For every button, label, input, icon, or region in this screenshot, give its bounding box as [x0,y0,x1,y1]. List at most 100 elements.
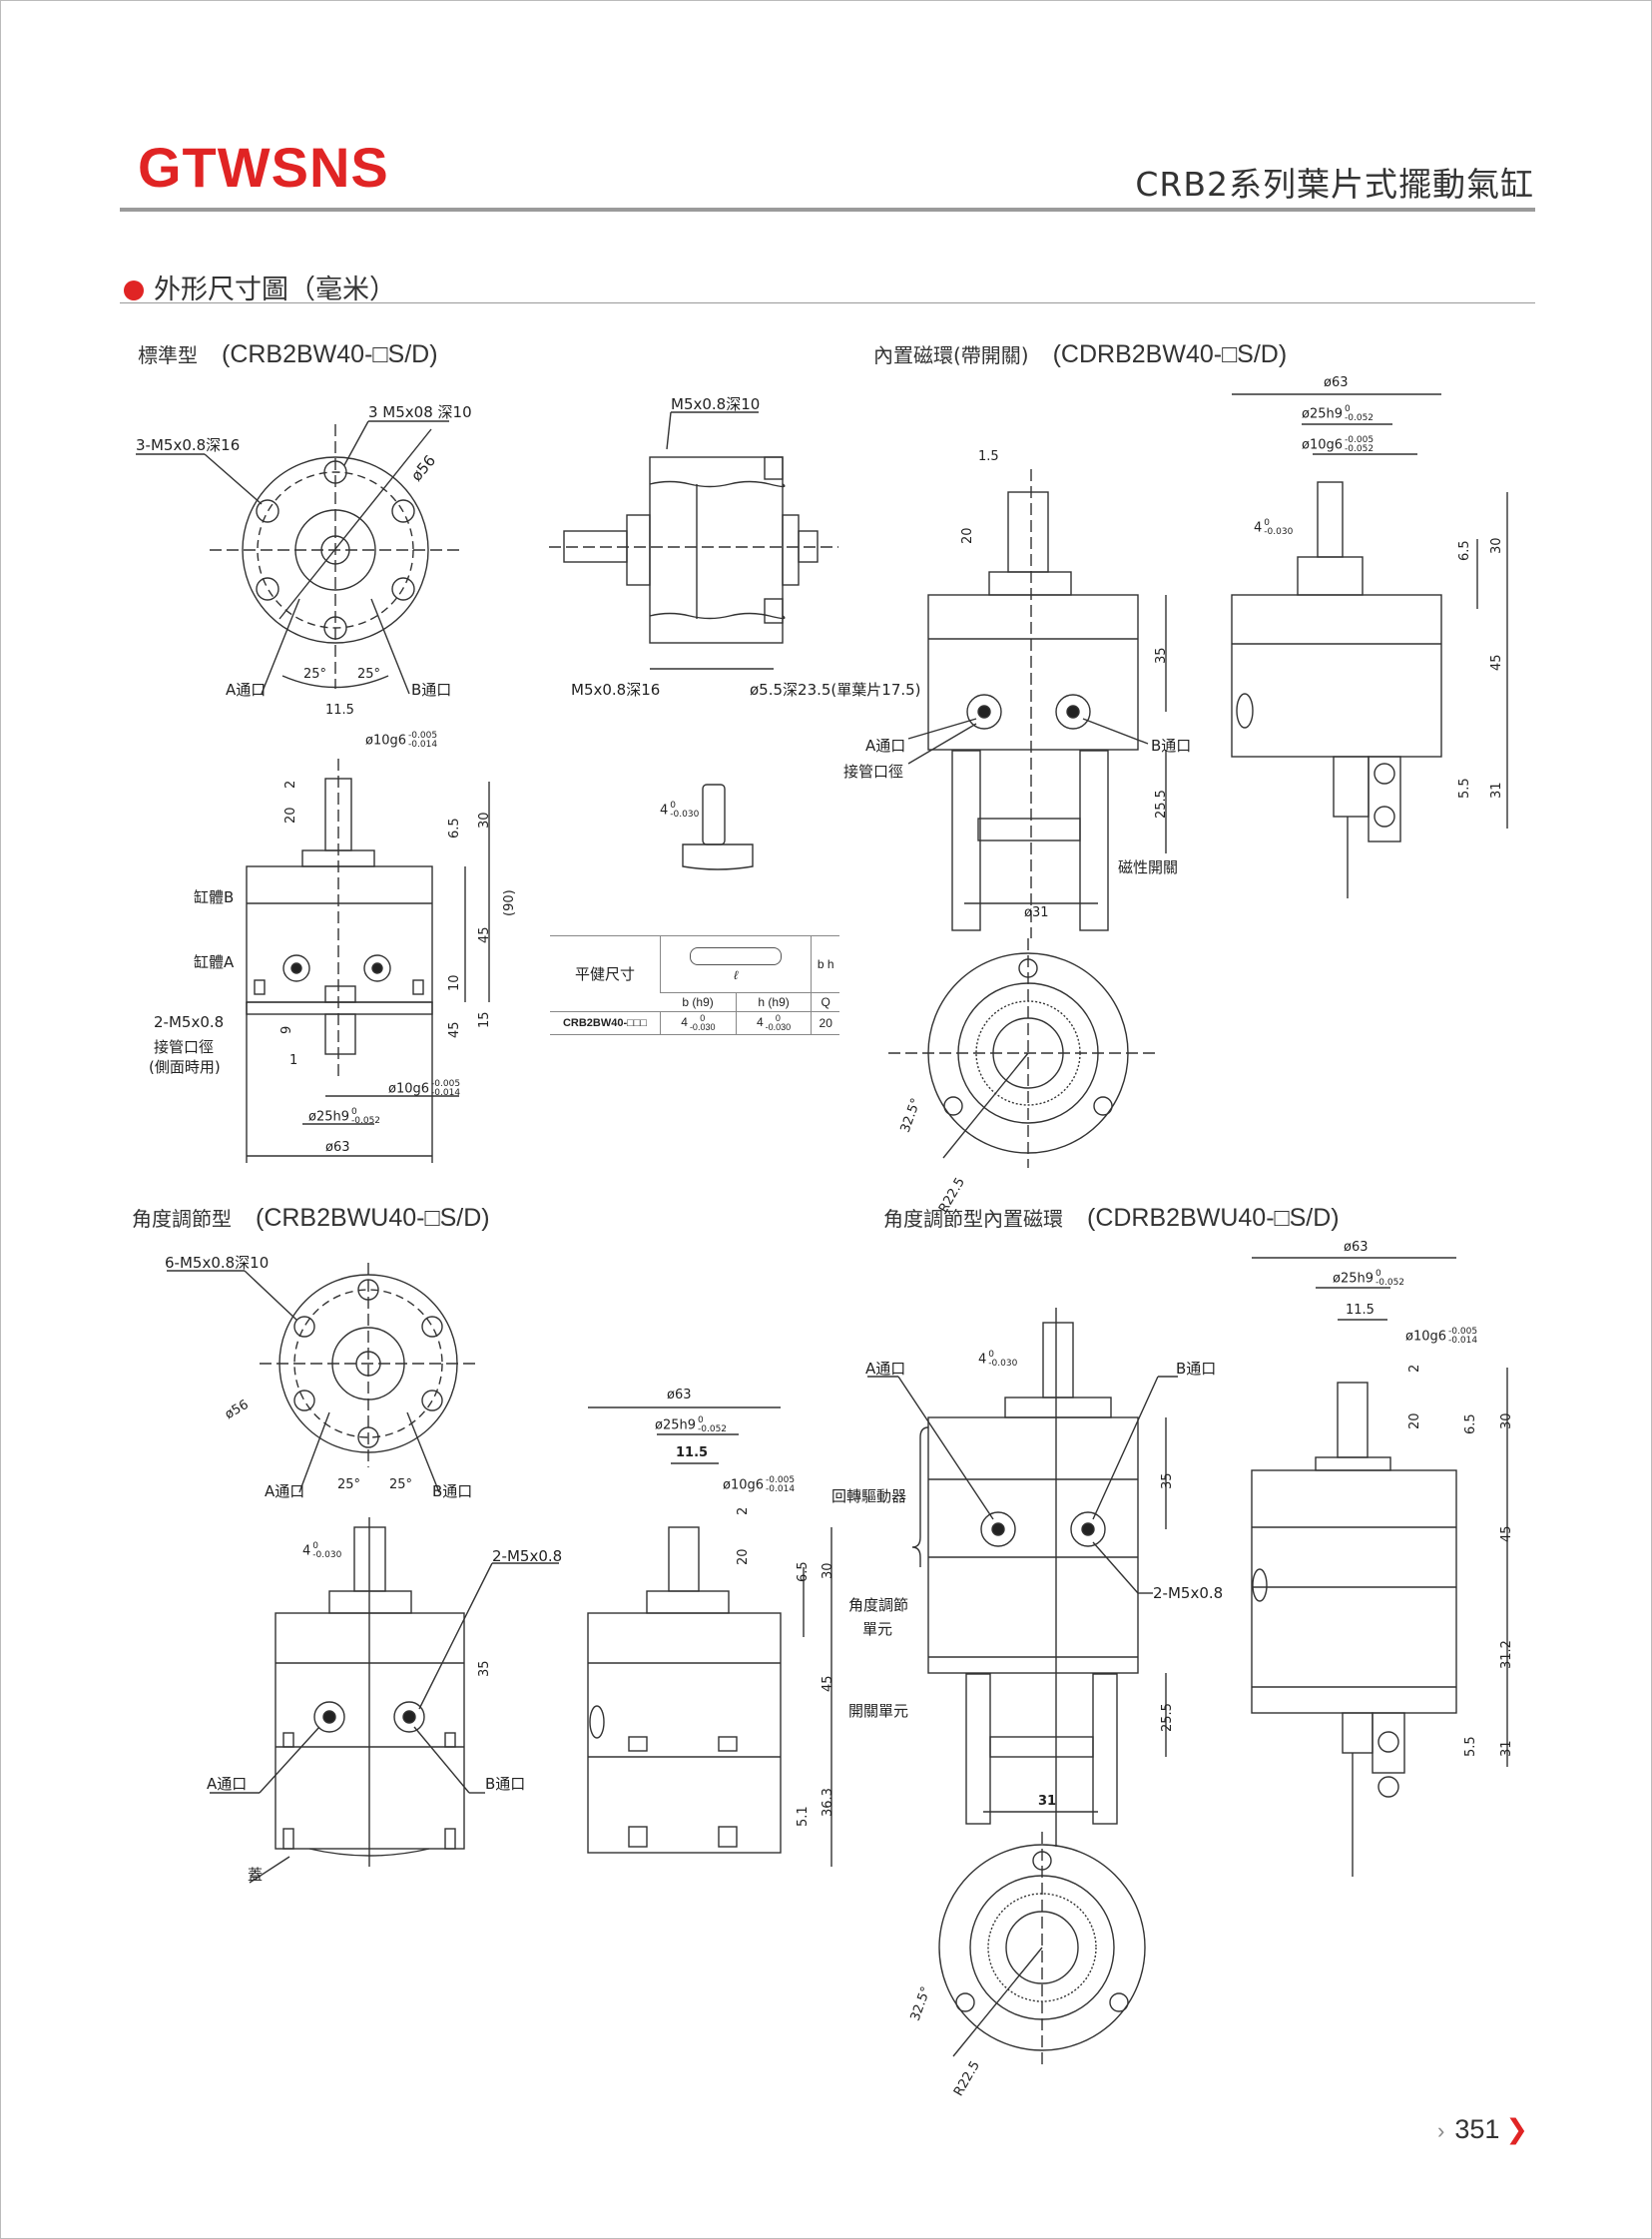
view-model: (CRB2BWU40-□S/D) [256,1204,490,1232]
brand-logo: GTWSNS [138,136,389,199]
dim-label: 30 [1489,537,1504,554]
tol-lo: -0.052 [351,1116,381,1126]
rotary-actuator-label: 回轉驅動器 [831,1487,907,1505]
section-heading: 外形尺寸圖（毫米） [124,268,396,306]
dim-label: 25.5 [1160,1703,1175,1732]
column-header: h (h9) [735,992,812,1012]
dim-label: ø10g6-0.005-0.014 [723,1476,795,1494]
dim-label: 2 [736,1506,751,1515]
dim-label: 31 [1038,1794,1057,1809]
page-title: CRB2系列葉片式擺動氣缸 [1135,165,1534,204]
dim-label: 31 [1499,1740,1514,1757]
drawing-angle-front-view [210,1517,559,1884]
tol-lo: -0.030 [765,1022,792,1032]
view-title-magnet: 內置磁環(帶開關)(CDRB2BW40-□S/D) [873,339,1287,369]
view-model: (CDRB2BWU40-□S/D) [1087,1204,1340,1232]
dim-label: 5.1 [796,1806,811,1827]
drawing-angle-side-view [587,1406,832,1867]
tol-hi: -0.005 [1448,1327,1478,1337]
tol-hi: 0 [351,1107,357,1117]
port-a-label: A通口 [207,1775,248,1793]
tol-lo: -0.014 [408,740,438,750]
dim-value: 4 [660,803,669,819]
drawing-angle-magnet-front-view [867,1308,1178,1847]
tol-hi: 0 [670,801,677,811]
tol-lo: -0.030 [988,1359,1018,1369]
cylinder-b-label: 缸體B [194,888,235,906]
dim-label: 45 [1499,1525,1514,1542]
tol-lo: -0.052 [1345,413,1375,423]
l-symbol: ℓ [734,967,739,982]
dim-label: 25.5 [1154,790,1169,819]
dim-label: 30 [821,1562,835,1579]
tol-hi: -0.005 [1345,435,1375,445]
dim-value: 4 [1254,520,1263,536]
cell-value: 4 [756,1015,764,1030]
port-b-label: B通口 [411,681,452,699]
dim-label: 45 [821,1675,835,1692]
dim-label: 25° [337,1477,361,1492]
key-section-diagram: b h [811,935,839,993]
view-title-angle-magnet: 角度調節型內置磁環 (CDRB2BWU40-□S/D) [883,1203,1340,1233]
dim-label: 2 [283,780,298,789]
dim-value: ø25h9 [1302,406,1344,422]
dim-value: ø10g6 [388,1081,430,1097]
dim-label: M5x0.8深10 [671,395,761,413]
dim-value: ø25h9 [1333,1271,1375,1287]
h-symbol: h [826,957,834,971]
dim-label: 45 [477,926,492,943]
dim-label: 20 [960,527,975,544]
dim-value: 4 [302,1543,311,1559]
dim-label: 35 [1160,1472,1175,1489]
dim-label: 5.5 [1463,1736,1478,1757]
port-b-label: B通口 [1151,737,1192,755]
view-label: 角度調節型內置磁環 [883,1207,1063,1231]
column-header: b (h9) [660,992,737,1012]
dim-value: ø10g6 [365,733,407,749]
switch-label: 磁性開關 [1118,858,1179,876]
tol-lo: -0.014 [431,1088,461,1098]
dim-label: 25° [303,667,327,682]
drawing-key-detail [682,784,754,870]
tol-lo: -0.030 [670,810,700,820]
port-b-label: B通口 [1176,1360,1217,1378]
drawing-angle-magnet-bottom-view [938,1832,1146,2066]
dim-label: 2-M5x0.8 [1153,1584,1224,1602]
port-size-label: 接管口徑 [843,763,904,781]
dim-label: M5x0.8深16 [571,681,661,699]
section-divider [120,302,1535,303]
dim-label: ø63 [325,1140,350,1155]
dim-label: 35 [1154,647,1169,664]
view-label: 角度調節型 [132,1207,232,1231]
drawing-magnet-bottom-view [888,938,1158,1168]
tol-hi: 0 [1264,518,1271,528]
dim-label: 接管口徑 [154,1038,215,1056]
tol-hi: 0 [775,1013,781,1023]
chevron-right-icon: ❯ [1505,2114,1529,2144]
dim-label: 6.5 [796,1561,811,1582]
dim-label: ø63 [1344,1240,1369,1255]
tol-hi: 0 [700,1013,706,1023]
tol-hi: -0.005 [431,1079,461,1089]
dim-label: 5.5 [1457,778,1472,799]
dim-value: ø25h9 [655,1417,697,1433]
view-title-standard: 標準型(CRB2BW40-□S/D) [138,339,438,369]
drawing-standard-side-section [549,411,838,670]
dim-label: 45 [447,1021,462,1038]
h-cell: 4 0-0.030 [735,1011,812,1035]
cover-label: 蓋 [248,1866,264,1884]
table-row: 平健尺寸 ℓ b h [550,935,839,1012]
q-cell: 20 [811,1011,839,1035]
cell-value: 4 [681,1015,688,1030]
dim-label: 30 [1499,1412,1514,1429]
table-title: 平健尺寸 [550,935,661,1012]
tol-lo: -0.030 [312,1550,342,1560]
drawing-standard-front-view [246,759,490,1163]
tol-lo: -0.052 [1376,1278,1405,1288]
dim-label: 6.5 [1457,540,1472,561]
